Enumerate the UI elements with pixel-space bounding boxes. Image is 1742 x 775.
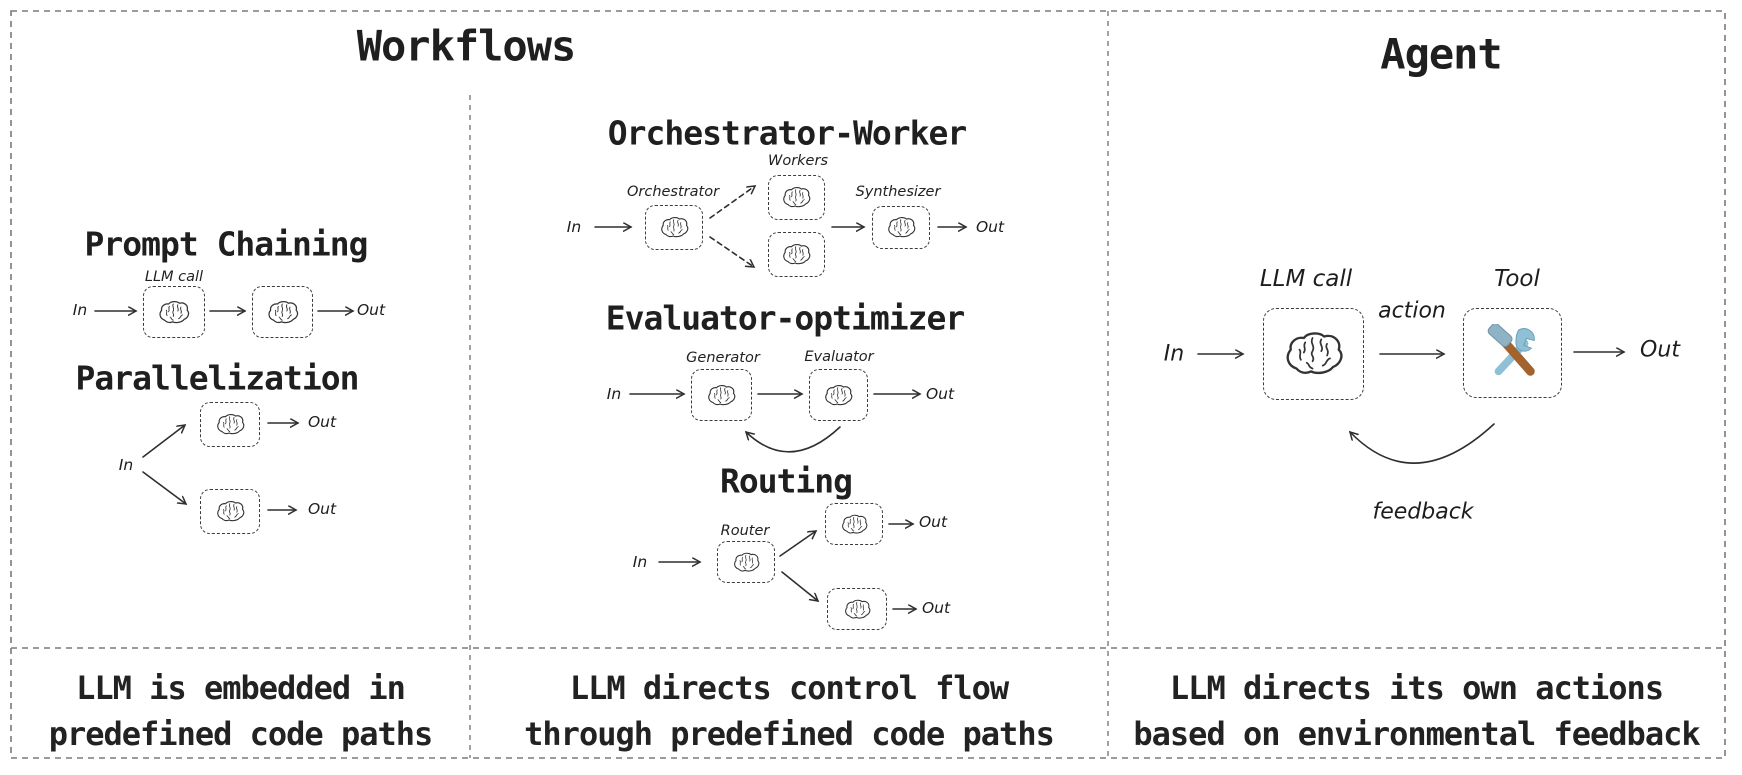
hammer-wrench-icon <box>1487 324 1535 376</box>
in-label: In <box>118 456 134 474</box>
evaluator-box <box>809 369 868 421</box>
brain-icon <box>732 552 761 573</box>
out-label: Out <box>1640 337 1680 363</box>
brain-icon <box>840 514 869 535</box>
llm-box <box>200 402 260 447</box>
in-label: In <box>606 385 622 403</box>
llm-call-label: LLM call <box>1259 266 1353 292</box>
in-label: In <box>72 301 88 319</box>
brain-icon <box>886 216 917 239</box>
route-target-box <box>827 588 887 630</box>
brain-icon <box>781 186 812 209</box>
caption-line: LLM is embedded in <box>76 669 406 707</box>
out-label: Out <box>307 413 337 431</box>
brain-icon <box>706 384 737 407</box>
out-label: Out <box>975 218 1005 236</box>
brain-icon <box>843 599 872 620</box>
evaluator-optimizer-arrows <box>629 394 920 453</box>
caption-line: through predefined code paths <box>524 715 1055 753</box>
llm-box <box>143 286 205 338</box>
router-box <box>717 541 775 583</box>
workflows-middle-caption: LLM directs control flow through predefi… <box>470 664 1108 758</box>
caption-line: LLM directs control flow <box>569 669 1009 707</box>
prompt-chaining-heading: Prompt Chaining <box>84 224 368 264</box>
out-label: Out <box>925 385 955 403</box>
in-label: In <box>1163 341 1185 367</box>
llm-call-label: LLM call <box>144 269 204 285</box>
agent-tool-box <box>1463 308 1562 398</box>
out-label: Out <box>918 513 948 531</box>
brain-icon <box>781 243 812 266</box>
brain-icon <box>157 300 191 325</box>
evaluator-label: Evaluator <box>804 349 874 365</box>
evaluator-feedback-curve <box>746 426 841 453</box>
orchestrator-label: Orchestrator <box>626 184 720 200</box>
routing-heading: Routing <box>719 461 853 501</box>
synthesizer-label: Synthesizer <box>855 184 941 200</box>
brain-icon <box>1282 330 1346 378</box>
parallelization-heading: Parallelization <box>75 358 359 398</box>
generator-label: Generator <box>686 350 760 366</box>
workflows-title: Workflows <box>356 21 577 71</box>
out-label: Out <box>921 599 951 617</box>
brain-icon <box>266 300 300 325</box>
out-label: Out <box>356 301 386 319</box>
agent-llm-box <box>1263 308 1364 400</box>
brain-icon <box>823 384 854 407</box>
workflows-left-caption: LLM is embedded in predefined code paths <box>11 664 470 758</box>
agent-caption: LLM directs its own actions based on env… <box>1108 664 1725 758</box>
worker-box <box>768 175 825 220</box>
tool-label: Tool <box>1494 266 1540 292</box>
feedback-label: feedback <box>1372 499 1474 525</box>
router-label: Router <box>720 523 770 539</box>
brain-icon <box>215 413 246 436</box>
workers-label: Workers <box>767 153 829 169</box>
agent-title: Agent <box>1380 29 1502 79</box>
brain-icon <box>659 216 690 239</box>
action-label: action <box>1378 298 1446 324</box>
llm-box <box>252 286 313 338</box>
generator-box <box>691 369 752 421</box>
out-label: Out <box>307 500 337 518</box>
route-target-box <box>825 503 883 545</box>
caption-line: based on environmental feedback <box>1133 715 1700 753</box>
synthesizer-box <box>872 206 930 249</box>
in-label: In <box>566 218 582 236</box>
brain-icon <box>215 500 246 523</box>
llm-box <box>200 489 260 534</box>
caption-line: predefined code paths <box>48 715 434 753</box>
in-label: In <box>632 553 648 571</box>
orchestrator-box <box>645 205 703 250</box>
orchestrator-worker-heading: Orchestrator-Worker <box>607 113 967 153</box>
worker-box <box>768 232 825 277</box>
agent-feedback-curve <box>1350 423 1495 464</box>
caption-line: LLM directs its own actions <box>1169 669 1664 707</box>
evaluator-optimizer-heading: Evaluator-optimizer <box>605 298 965 338</box>
